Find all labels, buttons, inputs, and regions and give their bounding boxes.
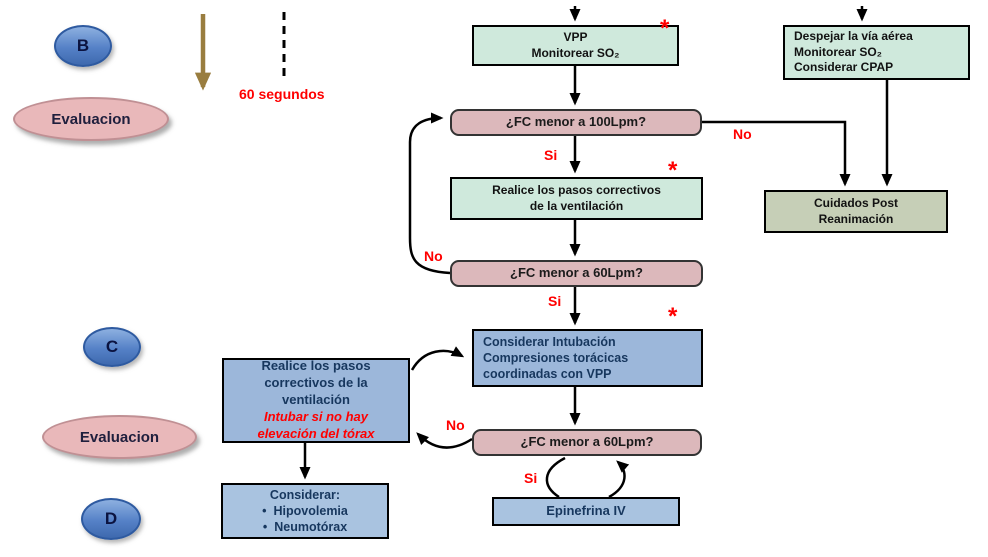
despejar-box: Despejar la vía aérea Monitorear SO₂ Con… bbox=[783, 25, 970, 80]
no-label-fc60b: No bbox=[446, 417, 465, 433]
evaluation-badge-2: Evaluacion bbox=[42, 415, 197, 459]
bullet-icon: • bbox=[262, 520, 268, 535]
asterisk-intubacion: * bbox=[668, 303, 678, 330]
pasos-ventilacion-line-2: de la ventilación bbox=[529, 198, 624, 213]
stage-c-label: C bbox=[105, 337, 119, 356]
fc100-decision: ¿FC menor a 100Lpm? bbox=[450, 109, 702, 136]
pasos-correctivos-warning-1: Intubar si no hay bbox=[263, 408, 368, 424]
cuidados-line-1: Cuidados Post bbox=[813, 195, 898, 210]
evaluation-label-1: Evaluacion bbox=[51, 110, 131, 128]
arrow-fc60a-no-back-to-fc100 bbox=[408, 112, 451, 275]
despejar-line-1: Despejar la vía aérea bbox=[794, 29, 913, 44]
intubacion-line-3: coordinadas con VPP bbox=[483, 367, 612, 382]
asterisk-vpp: * bbox=[660, 15, 670, 42]
no-label-fc60a: No bbox=[424, 248, 443, 264]
arrow-epinefrina-back-to-fc60b bbox=[608, 460, 630, 499]
timer-label: 60 segundos bbox=[239, 86, 325, 102]
considerar-item-1: Hipovolemia bbox=[273, 503, 348, 518]
si-label-fc100: Si bbox=[544, 147, 558, 163]
fc60a-text: ¿FC menor a 60Lpm? bbox=[510, 265, 643, 281]
intubacion-line-2: Compresiones torácicas bbox=[483, 350, 629, 365]
intubacion-line-1: Considerar Intubación bbox=[483, 334, 616, 349]
pasos-correctivos-warning-2: elevación del tórax bbox=[257, 425, 375, 441]
pasos-correctivos-line-3: ventilación bbox=[282, 392, 350, 408]
despejar-line-3: Considerar CPAP bbox=[794, 60, 894, 75]
pasos-correctivos-line-2: correctivos de la bbox=[264, 375, 368, 391]
si-label-fc60a: Si bbox=[548, 293, 562, 309]
asterisk-pasos: * bbox=[668, 157, 678, 184]
evaluation-label-2: Evaluacion bbox=[79, 428, 160, 446]
cuidados-line-2: Reanimación bbox=[818, 211, 894, 226]
considerar-item-2: Neumotórax bbox=[274, 520, 348, 535]
fc100-text: ¿FC menor a 100Lpm? bbox=[505, 114, 647, 130]
pasos-correctivos-line-1: Realice los pasos bbox=[261, 358, 371, 374]
vpp-box: VPP Monitorear SO₂ bbox=[472, 25, 679, 66]
arrow-fc100-no-to-cuidados bbox=[702, 120, 851, 187]
stage-b-label: B bbox=[76, 36, 90, 55]
arrow-fc60b-si-to-epinefrina bbox=[545, 456, 566, 499]
stage-c-badge: C bbox=[83, 327, 141, 367]
despejar-line-2: Monitorear SO₂ bbox=[794, 44, 883, 59]
fc60b-text: ¿FC menor a 60Lpm? bbox=[520, 434, 654, 450]
epinefrina-text: Epinefrina IV bbox=[546, 503, 626, 519]
epinefrina-box: Epinefrina IV bbox=[492, 497, 680, 526]
stage-d-badge: D bbox=[81, 498, 141, 540]
intubacion-box: Considerar Intubación Compresiones torác… bbox=[472, 329, 703, 387]
arrow-pasos2-to-intubacion bbox=[410, 346, 465, 371]
si-label-fc60b: Si bbox=[524, 470, 538, 486]
stage-b-badge: B bbox=[54, 25, 112, 67]
arrow-fc60b-no-to-pasos2 bbox=[416, 432, 473, 449]
stage-d-label: D bbox=[104, 509, 118, 528]
vpp-line-2: Monitorear SO₂ bbox=[531, 45, 620, 60]
no-label-fc100: No bbox=[733, 126, 752, 142]
fc60a-decision: ¿FC menor a 60Lpm? bbox=[450, 260, 703, 287]
considerar-title: Considerar: bbox=[269, 487, 341, 502]
cuidados-box: Cuidados Post Reanimación bbox=[764, 190, 948, 233]
pasos-ventilacion-box: Realice los pasos correctivos de la vent… bbox=[450, 177, 703, 220]
considerar-box: Considerar: • Hipovolemia • Neumotórax bbox=[221, 483, 389, 539]
pasos-ventilacion-line-1: Realice los pasos correctivos bbox=[492, 182, 661, 197]
vpp-line-1: VPP bbox=[563, 29, 588, 44]
fc60b-decision: ¿FC menor a 60Lpm? bbox=[472, 429, 702, 456]
pasos-correctivos-box: Realice los pasos correctivos de la vent… bbox=[222, 358, 410, 443]
bullet-icon: • bbox=[262, 503, 267, 518]
evaluation-badge-1: Evaluacion bbox=[13, 97, 169, 141]
